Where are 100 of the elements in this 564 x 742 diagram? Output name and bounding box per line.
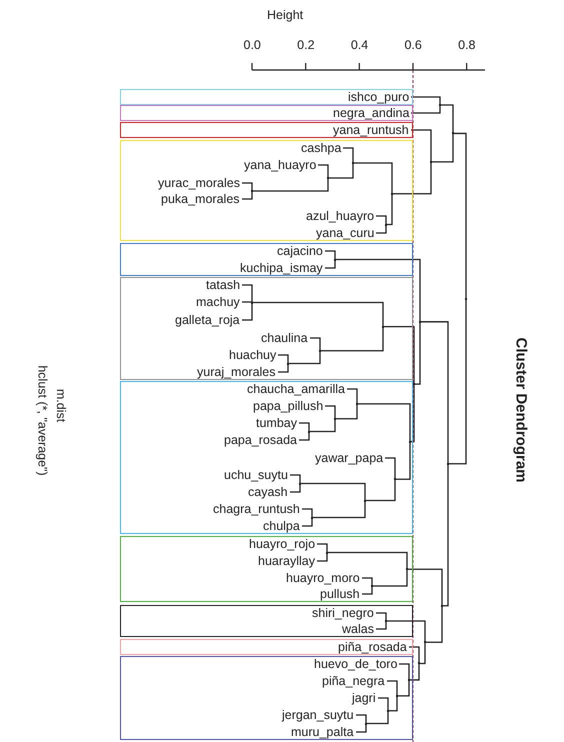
- leaf-label: walas: [342, 622, 374, 636]
- dendrogram-branch: [387, 680, 398, 696]
- dendrogram-branch: [252, 178, 329, 192]
- dendrogram-branch: [420, 321, 449, 464]
- dendrogram-branch: [318, 164, 329, 178]
- leaf-label: huayro_moro: [286, 570, 360, 586]
- dendrogram-branch: [411, 96, 441, 105]
- dendrogram-branch: [278, 364, 289, 373]
- dendrogram-branch: [310, 337, 321, 351]
- dendrogram-branch: [378, 697, 389, 711]
- dendrogram-branch: [242, 182, 253, 191]
- cluster-box: [120, 243, 413, 276]
- dendrogram-branch: [442, 464, 449, 606]
- dendrogram-branch: [299, 432, 310, 441]
- leaf-label: tatash: [206, 278, 240, 292]
- tick-label: 0.6: [404, 38, 422, 52]
- leaf-label: galleta_roja: [175, 312, 240, 328]
- leaf-label: chaucha_amarilla: [247, 382, 345, 396]
- dendrogram-branch: [419, 642, 426, 664]
- dendrogram-branch: [356, 724, 367, 733]
- leaf-label: huevo_de_toro: [314, 656, 398, 672]
- leaf-label: muru_palta: [291, 724, 354, 740]
- dendrogram-branch: [431, 133, 454, 163]
- dendrogram-branch: [392, 162, 432, 194]
- dendrogram-branch: [312, 500, 366, 518]
- cluster-box: [120, 122, 413, 138]
- dendrogram-branch: [325, 250, 336, 260]
- cluster-box: [120, 140, 413, 241]
- leaf-label: jagri: [352, 690, 376, 706]
- leaf-label: yana_huayro: [244, 158, 316, 172]
- dendrogram-branch: [278, 354, 289, 364]
- cluster-box: [120, 639, 413, 655]
- dendrogram-branch: [327, 552, 408, 570]
- leaf-label: chaulina: [261, 330, 308, 346]
- dendrogram-branch: [407, 568, 443, 606]
- cluster-box: [120, 105, 413, 121]
- leaf-label: uchu_suytu: [224, 468, 288, 482]
- leaf-label: piña_negra: [322, 674, 385, 688]
- dendrogram-branch: [383, 326, 415, 384]
- dendrogram-branch: [414, 322, 421, 385]
- leaf-label: piña_rosada: [338, 640, 407, 654]
- leaf-label: cayash: [248, 484, 288, 500]
- dendrogram-branch: [300, 482, 366, 500]
- method-caption: hclust (*, "average"): [34, 364, 50, 476]
- dendrogram-branch: [290, 474, 301, 484]
- leaf-label: kuchipa_ismay: [240, 260, 323, 276]
- dendrogram-branch: [356, 714, 367, 724]
- leaf-label: yana_curu: [316, 226, 374, 240]
- dendrogram-branch: [453, 132, 467, 299]
- dendrogram-branch: [410, 384, 415, 442]
- dendrogram-branch: [386, 194, 393, 226]
- dendrogram-branch: [386, 620, 426, 642]
- dendrogram-branch: [242, 191, 253, 200]
- dendrogram-branch: [317, 552, 328, 562]
- dendrogram-branch: [325, 405, 336, 419]
- dendrogram-branch: [252, 302, 384, 327]
- dendrogram-branch: [335, 404, 358, 420]
- leaf-label: pullush: [320, 586, 360, 602]
- tick-label: 0.8: [458, 38, 476, 52]
- dendrogram-branch: [425, 606, 443, 643]
- leaf-label: huachuy: [229, 348, 276, 362]
- dendrogram-branch: [395, 442, 411, 480]
- chart-title: Cluster Dendrogram: [511, 337, 530, 483]
- leaf-label: machuy: [196, 294, 240, 310]
- dendrogram-branch: [320, 326, 384, 352]
- leaf-label: papa_rosada: [224, 432, 297, 448]
- dendrogram-branch: [242, 301, 253, 304]
- dendrogram-branch: [309, 418, 336, 432]
- dendrogram-branch: [242, 284, 253, 302]
- cluster-box: [120, 277, 413, 380]
- dendrogram-branch: [362, 577, 373, 586]
- dendrogram-branch: [366, 710, 389, 724]
- dendrogram-branch: [290, 484, 301, 493]
- dendrogram-branch: [399, 663, 410, 680]
- dendrogram-branch: [299, 422, 310, 432]
- leaf-label: cajacino: [277, 244, 323, 258]
- leaf-label: puka_morales: [161, 192, 240, 206]
- dendrogram-branch: [302, 518, 313, 527]
- leaf-label: yurac_morales: [158, 176, 240, 190]
- leaf-label: ishco_puro: [348, 90, 410, 104]
- leaf-label: tumbay: [256, 416, 297, 430]
- tick-label: 0.4: [350, 38, 368, 52]
- dendrogram-branch: [325, 260, 336, 269]
- dendrogram-branch: [288, 350, 321, 364]
- dendrogram-branch: [376, 612, 387, 621]
- dendrogram-branch: [376, 215, 387, 224]
- dendrogram-branch: [365, 479, 396, 502]
- dendrogram-branch: [242, 302, 253, 321]
- leaf-label: yuraj_morales: [197, 364, 276, 380]
- leaf-label: azul_huayro: [306, 208, 374, 224]
- dendrogram-branch: [448, 298, 467, 464]
- dendrogram-branch: [397, 680, 410, 697]
- dendrogram-branch: [409, 663, 420, 681]
- dendrogram-branch: [385, 457, 396, 480]
- axis-title: Height: [267, 8, 304, 22]
- dendrogram-branch: [353, 162, 393, 194]
- dendrogram-branch: [335, 258, 421, 322]
- dendrogram-branch: [362, 586, 373, 595]
- leaf-label: jergan_suytu: [282, 708, 354, 722]
- dendrogram-branch: [440, 104, 454, 134]
